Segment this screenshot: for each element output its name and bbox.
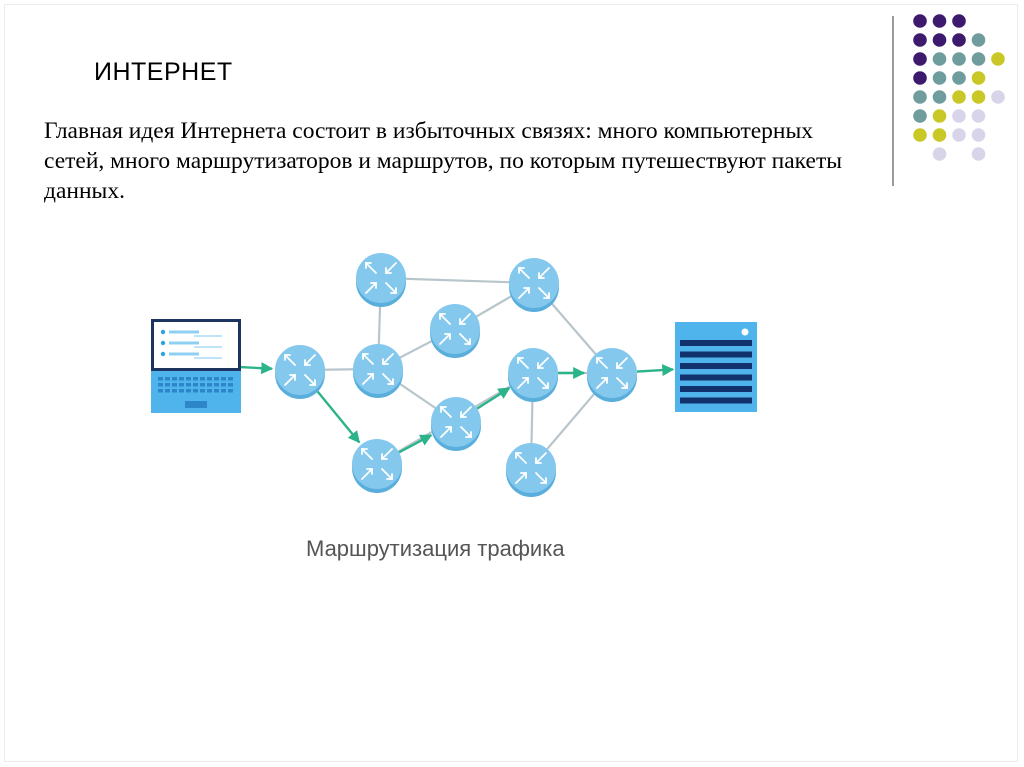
slide-title: ИНТЕРНЕТ [94, 58, 233, 86]
decorative-dot [913, 52, 927, 66]
laptop-icon [151, 319, 241, 413]
decorative-dot [932, 109, 947, 123]
router-icon [356, 253, 406, 307]
router-icon [353, 344, 403, 398]
router-icon [430, 304, 480, 358]
decorative-dot [932, 52, 947, 66]
router-icon [509, 258, 559, 312]
router-icon [506, 443, 556, 497]
decorative-dot [952, 71, 966, 85]
decorative-dot [932, 90, 947, 104]
route-arrow-r6-r7 [398, 434, 433, 454]
route-arrow-r9-server [636, 364, 675, 377]
decorative-dot [932, 128, 947, 142]
decorative-divider [892, 16, 894, 186]
decorative-dot [913, 71, 927, 85]
decorative-dot [991, 90, 1005, 104]
decorative-dot [952, 14, 966, 28]
network-link-r3-r4 [380, 276, 535, 285]
decorative-dot [932, 147, 947, 161]
decorative-dot [952, 109, 966, 123]
decorative-dot [971, 90, 986, 104]
router-icon [508, 348, 558, 402]
route-arrow-r7-r8 [476, 387, 511, 410]
decorative-dot [932, 33, 947, 47]
decorative-dot [913, 90, 927, 104]
decorative-dot [913, 109, 927, 123]
decorative-dot [932, 14, 947, 28]
decorative-dot [971, 147, 986, 161]
decorative-dot [971, 109, 986, 123]
decorative-dot [952, 90, 966, 104]
decorative-dot [913, 14, 927, 28]
diagram-caption: Маршрутизация трафика [306, 536, 565, 561]
server-icon [675, 322, 757, 412]
router-icon [431, 397, 481, 451]
decorative-dot [913, 33, 927, 47]
router-icon [587, 348, 637, 402]
route-arrow-laptop-r1 [239, 362, 274, 375]
decorative-dot-pattern [913, 14, 1005, 161]
decorative-dot [971, 52, 986, 66]
route-arrow-r1-r6 [314, 388, 361, 444]
decorative-dot [971, 71, 986, 85]
slide-frame [4, 4, 1018, 762]
decorative-dot [952, 52, 966, 66]
decorative-dot [952, 33, 966, 47]
decorative-dot [913, 128, 927, 142]
decorative-dot [971, 33, 986, 47]
router-icon [275, 345, 325, 399]
decorative-dot [991, 52, 1005, 66]
decorative-dot [952, 128, 966, 142]
decorative-dot [932, 71, 947, 85]
decorative-dot [971, 128, 986, 142]
router-icon [352, 439, 402, 493]
slide-body-text: Главная идея Интернета состоит в избыточ… [44, 118, 843, 204]
